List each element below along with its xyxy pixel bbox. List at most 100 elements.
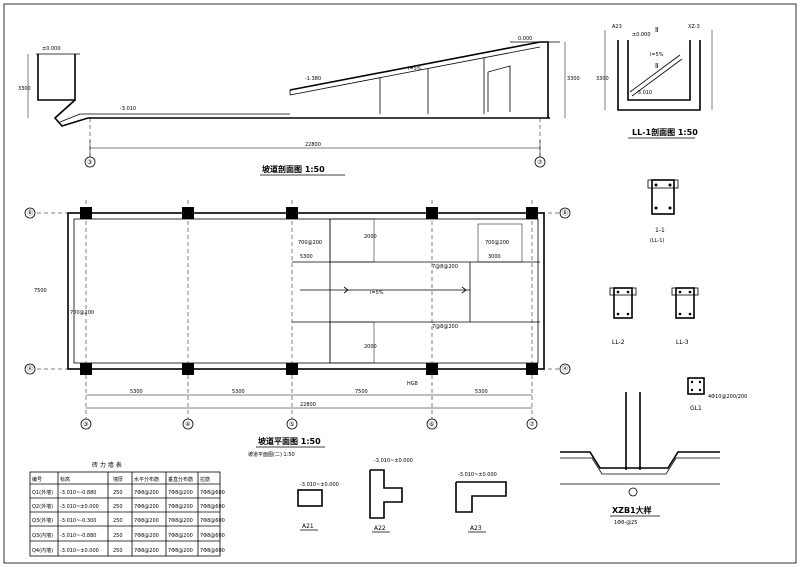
plan-axis-b-right: Ⓑ xyxy=(562,209,568,217)
table-cell: 7Φ8@600 xyxy=(200,533,225,539)
table-cell: 7Φ8@600 xyxy=(200,490,225,496)
plan-dim-4: 5300 xyxy=(475,389,488,395)
plan-title: 坡道平面图 1:50 xyxy=(258,436,321,446)
plan-dim-total2: HG8 xyxy=(407,381,418,387)
plan-axis-5: ⑤ xyxy=(289,421,294,428)
plan-slope: i=5% xyxy=(370,290,384,296)
a23-note: -3.010~±0.000 xyxy=(458,472,497,478)
plan-axis-4: ④ xyxy=(185,421,190,428)
table-header-cell: 墙厚 xyxy=(113,476,123,483)
table-cell: -3.010~-0.880 xyxy=(60,533,96,539)
wall-table: 砖 力 墙 表 编号 标高 墙厚 水平分布筋 垂直分布筋拉筋 Q1(外墙) -3.010~-… xyxy=(29,461,225,557)
table-cell: -3.010~-0.300 xyxy=(60,518,96,524)
table-cell: 7Φ8@200 xyxy=(168,490,193,496)
plan-axis-a-left: Ⓐ xyxy=(27,365,33,373)
table-cell: 250 xyxy=(113,504,123,510)
gl1-note: 4Φ10@200/200 xyxy=(708,394,747,400)
table-cell: 7Φ8@600 xyxy=(200,504,225,510)
section-elev-left: ±0.000 xyxy=(42,46,61,52)
table-header-cell: 水平分布筋 xyxy=(134,476,159,483)
ll1-tag-left: A23 xyxy=(612,24,622,30)
sheet-border xyxy=(3,3,797,564)
section-dim-left: 3300 xyxy=(18,86,31,92)
table-header-cell: 编号 xyxy=(32,476,42,483)
ll2-label: LL-2 xyxy=(612,339,625,346)
table-cell: Q4(内墙) xyxy=(32,547,53,554)
ll3-label: LL-3 xyxy=(676,339,689,346)
section-dim-right: 3300 xyxy=(567,76,580,82)
table-cell: 7Φ8@600 xyxy=(200,518,225,524)
table-cell: 7Φ8@200 xyxy=(134,533,159,539)
table-cell: 7Φ8@200 xyxy=(134,504,159,510)
plan-axis-a-right: Ⓐ xyxy=(562,365,568,373)
table-cell: 250 xyxy=(113,518,123,524)
ramp-section: ③ ⑦ ±0.000 -3.010 -1.380 0.000 i=5% 2280… xyxy=(18,36,580,176)
section-title: 坡道剖面图 1:50 xyxy=(262,164,325,174)
plan-dim-side: 7500 xyxy=(34,288,47,294)
plan-dim-1: 5300 xyxy=(130,389,143,395)
ll1-label-top: Ⅱ xyxy=(655,26,658,34)
a21-note: -3.010~±0.000 xyxy=(300,482,339,488)
table-cell: 7Φ8@200 xyxy=(168,504,193,510)
plan-subtitle: 坡道平面图(二) 1:50 xyxy=(248,451,295,458)
plan-axis-b-left: Ⓑ xyxy=(27,209,33,217)
table-header-cell: 拉筋 xyxy=(200,476,210,483)
table-cell: 250 xyxy=(113,490,123,496)
table-cell: -3.010~±0.000 xyxy=(60,504,99,510)
table-cell: 7Φ8@200 xyxy=(168,533,193,539)
plan-note-6: 2000 xyxy=(364,234,377,240)
a22-note: -3.010~±0.000 xyxy=(374,458,413,464)
table-cell: Q1(外墙) xyxy=(32,489,53,496)
plan-axis-3: ③ xyxy=(83,421,88,428)
plan-dim-3: 7500 xyxy=(355,389,368,395)
ramp-plan: Ⓑ Ⓐ Ⓑ Ⓐ 5300 5300 7500 5300 22800 HG8 i=… xyxy=(24,200,571,458)
plan-note-8: 5300 xyxy=(300,254,313,260)
section-elev-bottom: -3.010 xyxy=(120,106,136,112)
table-cell: Q3(外墙) xyxy=(32,517,53,524)
table-header-cell: 标高 xyxy=(60,476,70,483)
plan-axis-6: ⑥ xyxy=(429,421,434,428)
table-cell: 7Φ8@200 xyxy=(134,548,159,554)
plan-axis-7: ⑦ xyxy=(529,421,535,428)
ll1-title: LL-1剖面图 1:50 xyxy=(632,127,698,137)
table-cell: 250 xyxy=(113,548,123,554)
ll1-label-mid: Ⅱ xyxy=(655,62,658,70)
plan-note-2: 700@200 xyxy=(485,240,509,246)
ll1-elev-top: ±0.000 xyxy=(632,32,651,38)
a23-label: A23 xyxy=(470,525,482,532)
table-title: 砖 力 墙 表 xyxy=(92,461,122,469)
plan-note-9: 3000 xyxy=(488,254,501,260)
ll1-tag-right: XZ-3 xyxy=(688,24,700,30)
table-cell: -3.010~-0.880 xyxy=(60,490,96,496)
section-slope: i=5% xyxy=(408,66,422,72)
s11-sub: (LL-1) xyxy=(650,238,664,244)
table-cell: 7Φ8@600 xyxy=(200,548,225,554)
section-axis-left: ③ xyxy=(87,159,92,166)
plan-note-1: 700@200 xyxy=(298,240,322,246)
a21-label: A21 xyxy=(302,523,314,530)
small-sections: 1-1 (LL-1) LL-2 LL-3 GL1 4Φ10@200/200 XZ… xyxy=(560,179,747,526)
table-cell: 250 xyxy=(113,533,123,539)
s11-label: 1-1 xyxy=(655,227,665,234)
xzb-sub: 1Φ8-@25 xyxy=(614,520,637,526)
section-elev-right: 0.000 xyxy=(518,36,532,42)
wall-details: -3.010~±0.000 A21 -3.010~±0.000 A22 -3.0… xyxy=(297,458,507,533)
a22-label: A22 xyxy=(374,525,386,532)
xzb-title: XZB1大样 xyxy=(612,505,652,515)
section-dim-total: 22800 xyxy=(305,142,321,148)
table-cell: 7Φ8@200 xyxy=(134,518,159,524)
section-axis-right: ⑦ xyxy=(537,159,543,166)
table-cell: 7Φ8@200 xyxy=(168,518,193,524)
gl1-label: GL1 xyxy=(690,405,702,412)
table-cell: Q3(内墙) xyxy=(32,532,53,539)
table-cell: -3.010~±0.000 xyxy=(60,548,99,554)
plan-dim-2: 5300 xyxy=(232,389,245,395)
plan-note-3: 7@8@200 xyxy=(432,264,458,270)
plan-note-4: 7@8@200 xyxy=(432,324,458,330)
table-header-cell: 垂直分布筋 xyxy=(168,476,193,483)
section-elev-mid: -1.380 xyxy=(305,76,321,82)
ll1-elev-bottom: -3.010 xyxy=(636,90,652,96)
plan-dim-total: 22800 xyxy=(300,402,316,408)
table-cell: 7Φ8@200 xyxy=(168,548,193,554)
